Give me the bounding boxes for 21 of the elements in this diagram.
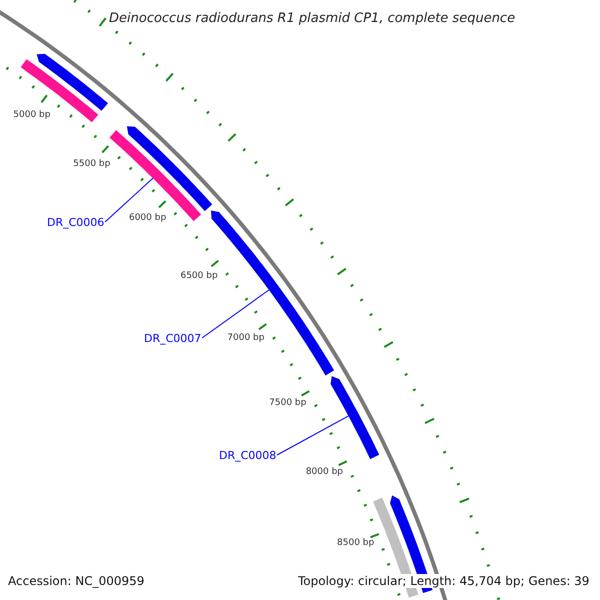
tick-label: 5500 bp [73,160,110,170]
tick-label: 6000 bp [128,214,166,223]
tick-label: 8000 bp [306,468,344,477]
leader-line [202,289,270,338]
gene-label: DR_C0006 [47,216,104,228]
tick-label: 7000 bp [227,334,264,343]
gene-feature [36,54,108,111]
tick-label: 8500 bp [337,538,374,548]
gene-feature-band [110,130,202,222]
gene-label: DR_C0008 [219,450,276,460]
tick-label: 5000 bp [13,110,50,120]
gene-label: DR_C0007 [144,332,202,344]
sequence-info: Topology: circular; Length: 45,704 bp; Genes: 39 [296,574,592,588]
accession-label: Accession: NC_000959 [8,575,144,587]
leader-line [276,415,349,456]
map-title: Deinococcus radiodurans R1 plasmid CP1, complete sequence [109,12,516,24]
gene-feature [330,376,380,460]
gene-feature [126,126,212,212]
leader-line [104,178,154,222]
tick-label: 7500 bp [269,399,306,408]
tick-label: 6500 bp [180,272,218,281]
